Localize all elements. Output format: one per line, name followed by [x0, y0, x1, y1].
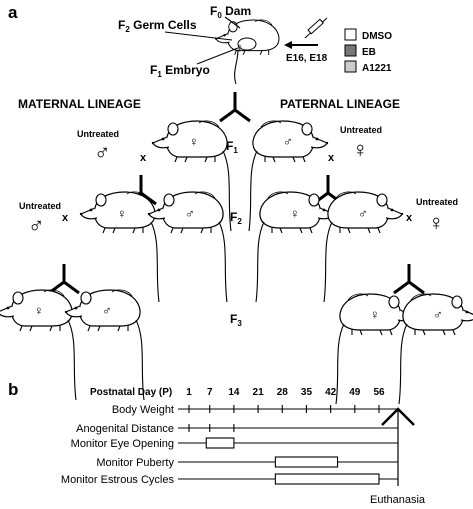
f3-paternal-male-rat-icon: ♂: [398, 293, 473, 405]
day-tick-label: 21: [253, 387, 265, 398]
treatment-legend: DMSO EB A1221: [344, 28, 392, 74]
legend-swatch-eb: [344, 44, 357, 57]
f1-paternal-cross: x: [328, 152, 335, 164]
f2-maternal-male-rat-icon: ♂: [147, 191, 228, 303]
timeline-period-box: [274, 456, 339, 468]
f0-dam-label: F0 Dam: [210, 4, 251, 20]
f3-generation-label: F3: [230, 312, 242, 328]
maternal-f3-split-icon: [47, 262, 81, 295]
f3-maternal-female-rat-icon: ♀: [0, 289, 77, 401]
f2-germ-cells-label: F2 Germ Cells: [118, 18, 197, 34]
f2-untreated-female-label: Untreated: [416, 197, 458, 207]
day-tick-label: 42: [325, 387, 337, 398]
day-tick-label: 56: [373, 387, 385, 398]
legend-label-dmso: DMSO: [362, 31, 392, 42]
legend-swatch-a1221: [344, 60, 357, 73]
f3-maternal-male-rat-icon: ♂: [64, 289, 145, 401]
f3-paternal-male-symbol: ♂: [433, 307, 443, 322]
f2-maternal-female-symbol: ♀: [117, 206, 127, 221]
f2-untreated-female-symbol: ♀: [428, 210, 445, 235]
f2-untreated-male-label: Untreated: [19, 201, 61, 211]
f1-maternal-female-rat-icon: ♀: [151, 120, 232, 232]
timeline-row-label: Monitor Puberty: [96, 457, 174, 469]
panel-a-label: a: [8, 3, 18, 22]
paternal-lineage-title: PATERNAL LINEAGE: [280, 97, 400, 111]
f1-untreated-male-label: Untreated: [77, 129, 119, 139]
f1-paternal-male-rat-icon: ♂: [248, 120, 329, 232]
f1-maternal-female-symbol: ♀: [189, 134, 199, 149]
f1-embryo-label: F1 Embryo: [150, 63, 210, 79]
euthanasia-marker: [381, 407, 415, 486]
day-tick-label: 35: [301, 387, 313, 398]
day-tick-label: 14: [228, 387, 240, 398]
f2-paternal-female-symbol: ♀: [290, 206, 300, 221]
f2-generation-label: F2: [230, 210, 242, 226]
day-tick-label: 7: [207, 387, 213, 398]
timeline-period-box: [205, 437, 235, 449]
timeline-period-box: [274, 473, 380, 485]
f1-untreated-female-label: Untreated: [340, 125, 382, 135]
f1-maternal-cross: x: [140, 152, 147, 164]
f1-pointer-line: [196, 47, 239, 65]
f1-untreated-female-symbol: ♀: [352, 137, 369, 162]
postnatal-day-ticks: 1 7 14 21 28 35 42 49 56: [186, 387, 385, 398]
injection-arrowhead-icon: [284, 41, 292, 49]
f1-generation-label: F1: [226, 139, 238, 155]
paternal-f3-split-icon: [392, 262, 426, 295]
f2-maternal-female-rat-icon: ♀: [79, 191, 160, 303]
legend-swatch-dmso: [344, 28, 357, 41]
timeline-row-label: Anogenital Distance: [76, 423, 174, 435]
postnatal-axis-title: Postnatal Day (P): [90, 387, 172, 398]
timeline-row-label: Body Weight: [112, 404, 174, 416]
day-tick-label: 28: [277, 387, 289, 398]
legend-label-a1221: A1221: [362, 63, 392, 74]
panel-b-label: b: [8, 380, 18, 399]
timeline-row-label: Monitor Estrous Cycles: [61, 474, 175, 486]
f0-dam-rat-icon: ♀: [214, 19, 280, 85]
syringe-icon: [304, 17, 328, 39]
timeline-row-label: Monitor Eye Opening: [71, 438, 174, 450]
f0-female-symbol: ♀: [235, 41, 244, 55]
f3-maternal-female-symbol: ♀: [34, 303, 44, 318]
f1-untreated-male-symbol: ♂: [94, 140, 111, 165]
f2-paternal-male-symbol: ♂: [358, 206, 368, 221]
f2-paternal-female-rat-icon: ♀: [255, 191, 336, 303]
f3-maternal-male-symbol: ♂: [102, 303, 112, 318]
lineage-split-icon: [218, 90, 252, 123]
maternal-lineage-title: MATERNAL LINEAGE: [18, 97, 141, 111]
f2-pointer-line: [164, 31, 233, 41]
f2-paternal-cross: x: [406, 212, 413, 224]
day-tick-label: 1: [186, 387, 192, 398]
f2-untreated-male-symbol: ♂: [28, 213, 45, 238]
f2-paternal-male-rat-icon: ♂: [323, 191, 404, 303]
legend-label-eb: EB: [362, 47, 376, 58]
f3-paternal-female-rat-icon: ♀: [335, 293, 416, 405]
f2-maternal-cross: x: [62, 212, 69, 224]
euthanasia-label: Euthanasia: [370, 494, 426, 506]
day-tick-label: 49: [349, 387, 361, 398]
treatment-days: E16, E18: [286, 53, 328, 64]
f1-paternal-male-symbol: ♂: [283, 134, 293, 149]
f2-maternal-male-symbol: ♂: [185, 206, 195, 221]
f0-pointer-line: [224, 16, 241, 29]
f3-paternal-female-symbol: ♀: [370, 307, 380, 322]
